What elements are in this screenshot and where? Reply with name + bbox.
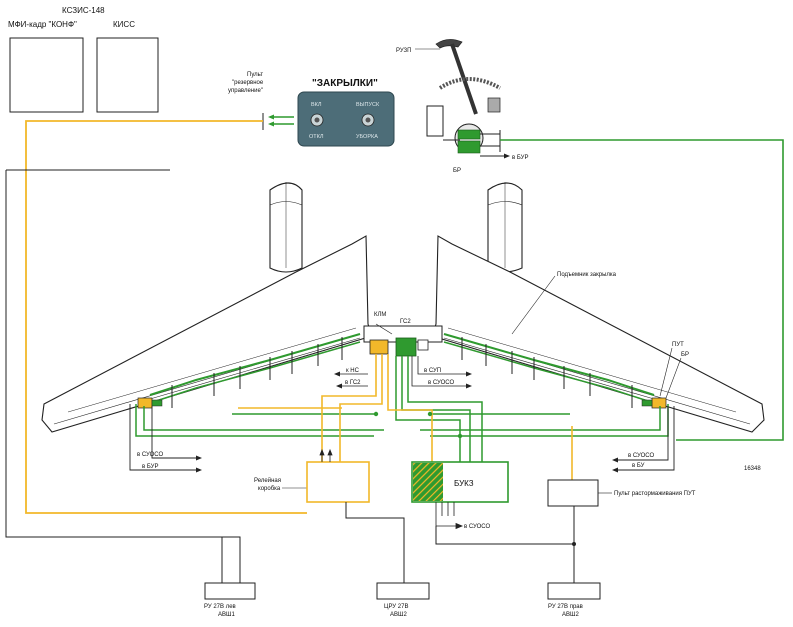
v-bur-left-label: в БУР: [142, 464, 158, 470]
left-outbound-wires: [129, 404, 202, 473]
right-engine: [487, 182, 523, 273]
pult-label-1: Пульт: [247, 72, 263, 78]
green-wire-right: [500, 139, 784, 441]
vkl-label: ВКЛ: [311, 102, 322, 108]
v-sup-label: в СУП: [424, 368, 441, 374]
power-wiring-bottom: [221, 502, 575, 583]
br-top-label: БР: [453, 168, 461, 174]
ruzp-label: РУЗП: [396, 48, 412, 54]
klm-label: КЛМ: [374, 312, 386, 318]
v-gs2-label: в ГС2: [345, 380, 361, 386]
v-bu-right-label: в БУ: [632, 463, 645, 469]
bukz-outputs: [435, 502, 464, 530]
toggle-switch-right[interactable]: [361, 113, 375, 127]
right-wingtip-brake: [641, 397, 667, 409]
kszis-label: КСЗИС-148: [62, 6, 105, 15]
pult-label-3: управление": [228, 88, 263, 94]
v-suoso-mid-label: в СУОСО: [428, 380, 454, 386]
ruzp-mechanism: [426, 105, 510, 159]
tsru-label-2: АВШ2: [390, 612, 408, 618]
right-flap-lifts: [461, 337, 633, 408]
br-right-label: БР: [681, 352, 689, 358]
pult-label-2: "резервное: [232, 80, 264, 86]
kiss-display-box: [96, 37, 159, 113]
releynaya-label-1: Релейная: [254, 477, 281, 484]
ru-left-label-1: РУ 27В лев: [204, 604, 236, 610]
ru-right-supply: [547, 582, 601, 600]
gs2-label: ГС2: [400, 319, 411, 325]
put-label: ПУТ: [672, 342, 684, 348]
left-engine: [269, 182, 303, 273]
kiss-label: КИСС: [113, 20, 135, 29]
pult-rastorm-label: Пульт растормаживания ПУТ: [614, 491, 696, 497]
central-drive-unit: [363, 323, 443, 357]
figure-code: 16348: [744, 466, 761, 472]
tsru-supply: [376, 582, 430, 600]
right-flap-transmission: [443, 333, 655, 404]
k-ns-label: к НС: [346, 368, 360, 374]
mfi-display-box: [9, 37, 84, 113]
panel-connector: [262, 113, 294, 130]
harness-junctions: [373, 411, 463, 439]
podemnik-label: Подъемник закрылка: [557, 272, 617, 278]
vypusk-label: ВЫПУСК: [356, 102, 380, 108]
zakrylki-title: "ЗАКРЫЛКИ": [312, 78, 378, 89]
ru-right-label-1: РУ 27В прав: [548, 604, 583, 610]
left-flap-lifts: [171, 337, 343, 408]
tsru-label-1: ЦРУ 27В: [384, 604, 408, 610]
toggle-switch-left[interactable]: [310, 113, 324, 127]
relay-box: [306, 461, 370, 503]
v-suoso-left-label: в СУОСО: [137, 452, 163, 458]
bukz-unit: [411, 461, 509, 503]
left-flap-transmission: [149, 333, 361, 404]
yellow-wire-left: [25, 120, 307, 514]
ru-left-label-2: АВШ1: [218, 612, 236, 618]
v-suoso-bottom-label: в СУОСО: [464, 524, 490, 530]
ru-right-label-2: АВШ2: [562, 612, 580, 618]
podemnik-leader: [511, 275, 556, 335]
relay-box-inputs: [319, 448, 333, 462]
left-wingtip-brake: [137, 397, 163, 409]
mfi-label: МФИ-кадр "КОНФ": [8, 20, 77, 29]
otkl-label: ОТКЛ: [309, 134, 324, 140]
bukz-label: БУКЗ: [454, 479, 474, 488]
zakrylki-panel: [297, 91, 395, 147]
ru-left-supply: [204, 582, 256, 600]
black-wire-left: [5, 170, 241, 583]
releynaya-label-2: коробка: [258, 486, 281, 492]
put-release-panel: [547, 479, 599, 507]
v-bur-top-label: в БУР: [512, 155, 528, 161]
uborka-label: УБОРКА: [356, 134, 378, 140]
yellow-harness: [321, 354, 573, 480]
right-outbound-wires: [612, 406, 675, 473]
v-suoso-right-label: в СУОСО: [628, 453, 654, 459]
ruzp-lever[interactable]: [435, 39, 501, 115]
